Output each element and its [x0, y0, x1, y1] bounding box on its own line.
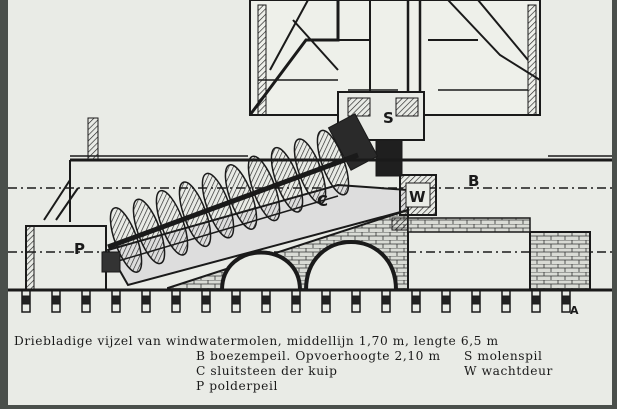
plate: S B C W P A Driebladige vijzel van windw…	[8, 0, 612, 405]
pile-band	[501, 295, 511, 305]
pile-band	[561, 295, 571, 305]
pile-band	[141, 295, 151, 305]
pile-band	[471, 295, 481, 305]
label-w: W	[409, 188, 426, 206]
pile-band	[291, 295, 301, 305]
caption-legend-b: B boezempeil. Opvoerhoogte 2,10 m	[196, 349, 441, 363]
label-a: A	[570, 304, 579, 317]
label-b: B	[468, 172, 479, 190]
pile-band	[111, 295, 121, 305]
pile-band	[321, 295, 331, 305]
label-c: C	[317, 192, 328, 210]
pile-band	[411, 295, 421, 305]
pile-band	[231, 295, 241, 305]
pile-band	[441, 295, 451, 305]
caption-legend-w: W wachtdeur	[464, 364, 553, 378]
pile-band	[531, 295, 541, 305]
diagram-labels: S B C W P A	[74, 108, 579, 317]
caption-legend-p: P polderpeil	[196, 379, 278, 393]
archimedes-screw	[107, 129, 359, 273]
label-p: P	[74, 240, 85, 258]
screw-shaft	[107, 152, 359, 250]
pile-band	[351, 295, 361, 305]
caption-title: Driebladige vijzel van windwatermolen, m…	[14, 334, 499, 348]
pile-band	[171, 295, 181, 305]
pile-band	[381, 295, 391, 305]
pile-band	[201, 295, 211, 305]
pile-band	[51, 295, 61, 305]
masonry-arches	[25, 208, 591, 291]
mill-shaft-gear	[327, 91, 425, 177]
archimedes-screw-diagram: S B C W P A	[8, 0, 612, 317]
foundation-piles	[8, 288, 612, 313]
pile-band	[81, 295, 91, 305]
pile-band	[261, 295, 271, 305]
caption-legend-c: C sluitsteen der kuip	[196, 364, 338, 378]
pile-band	[21, 295, 31, 305]
caption-legend-s: S molenspil	[464, 349, 543, 363]
label-s: S	[383, 109, 394, 127]
wachtdeur	[399, 174, 437, 216]
